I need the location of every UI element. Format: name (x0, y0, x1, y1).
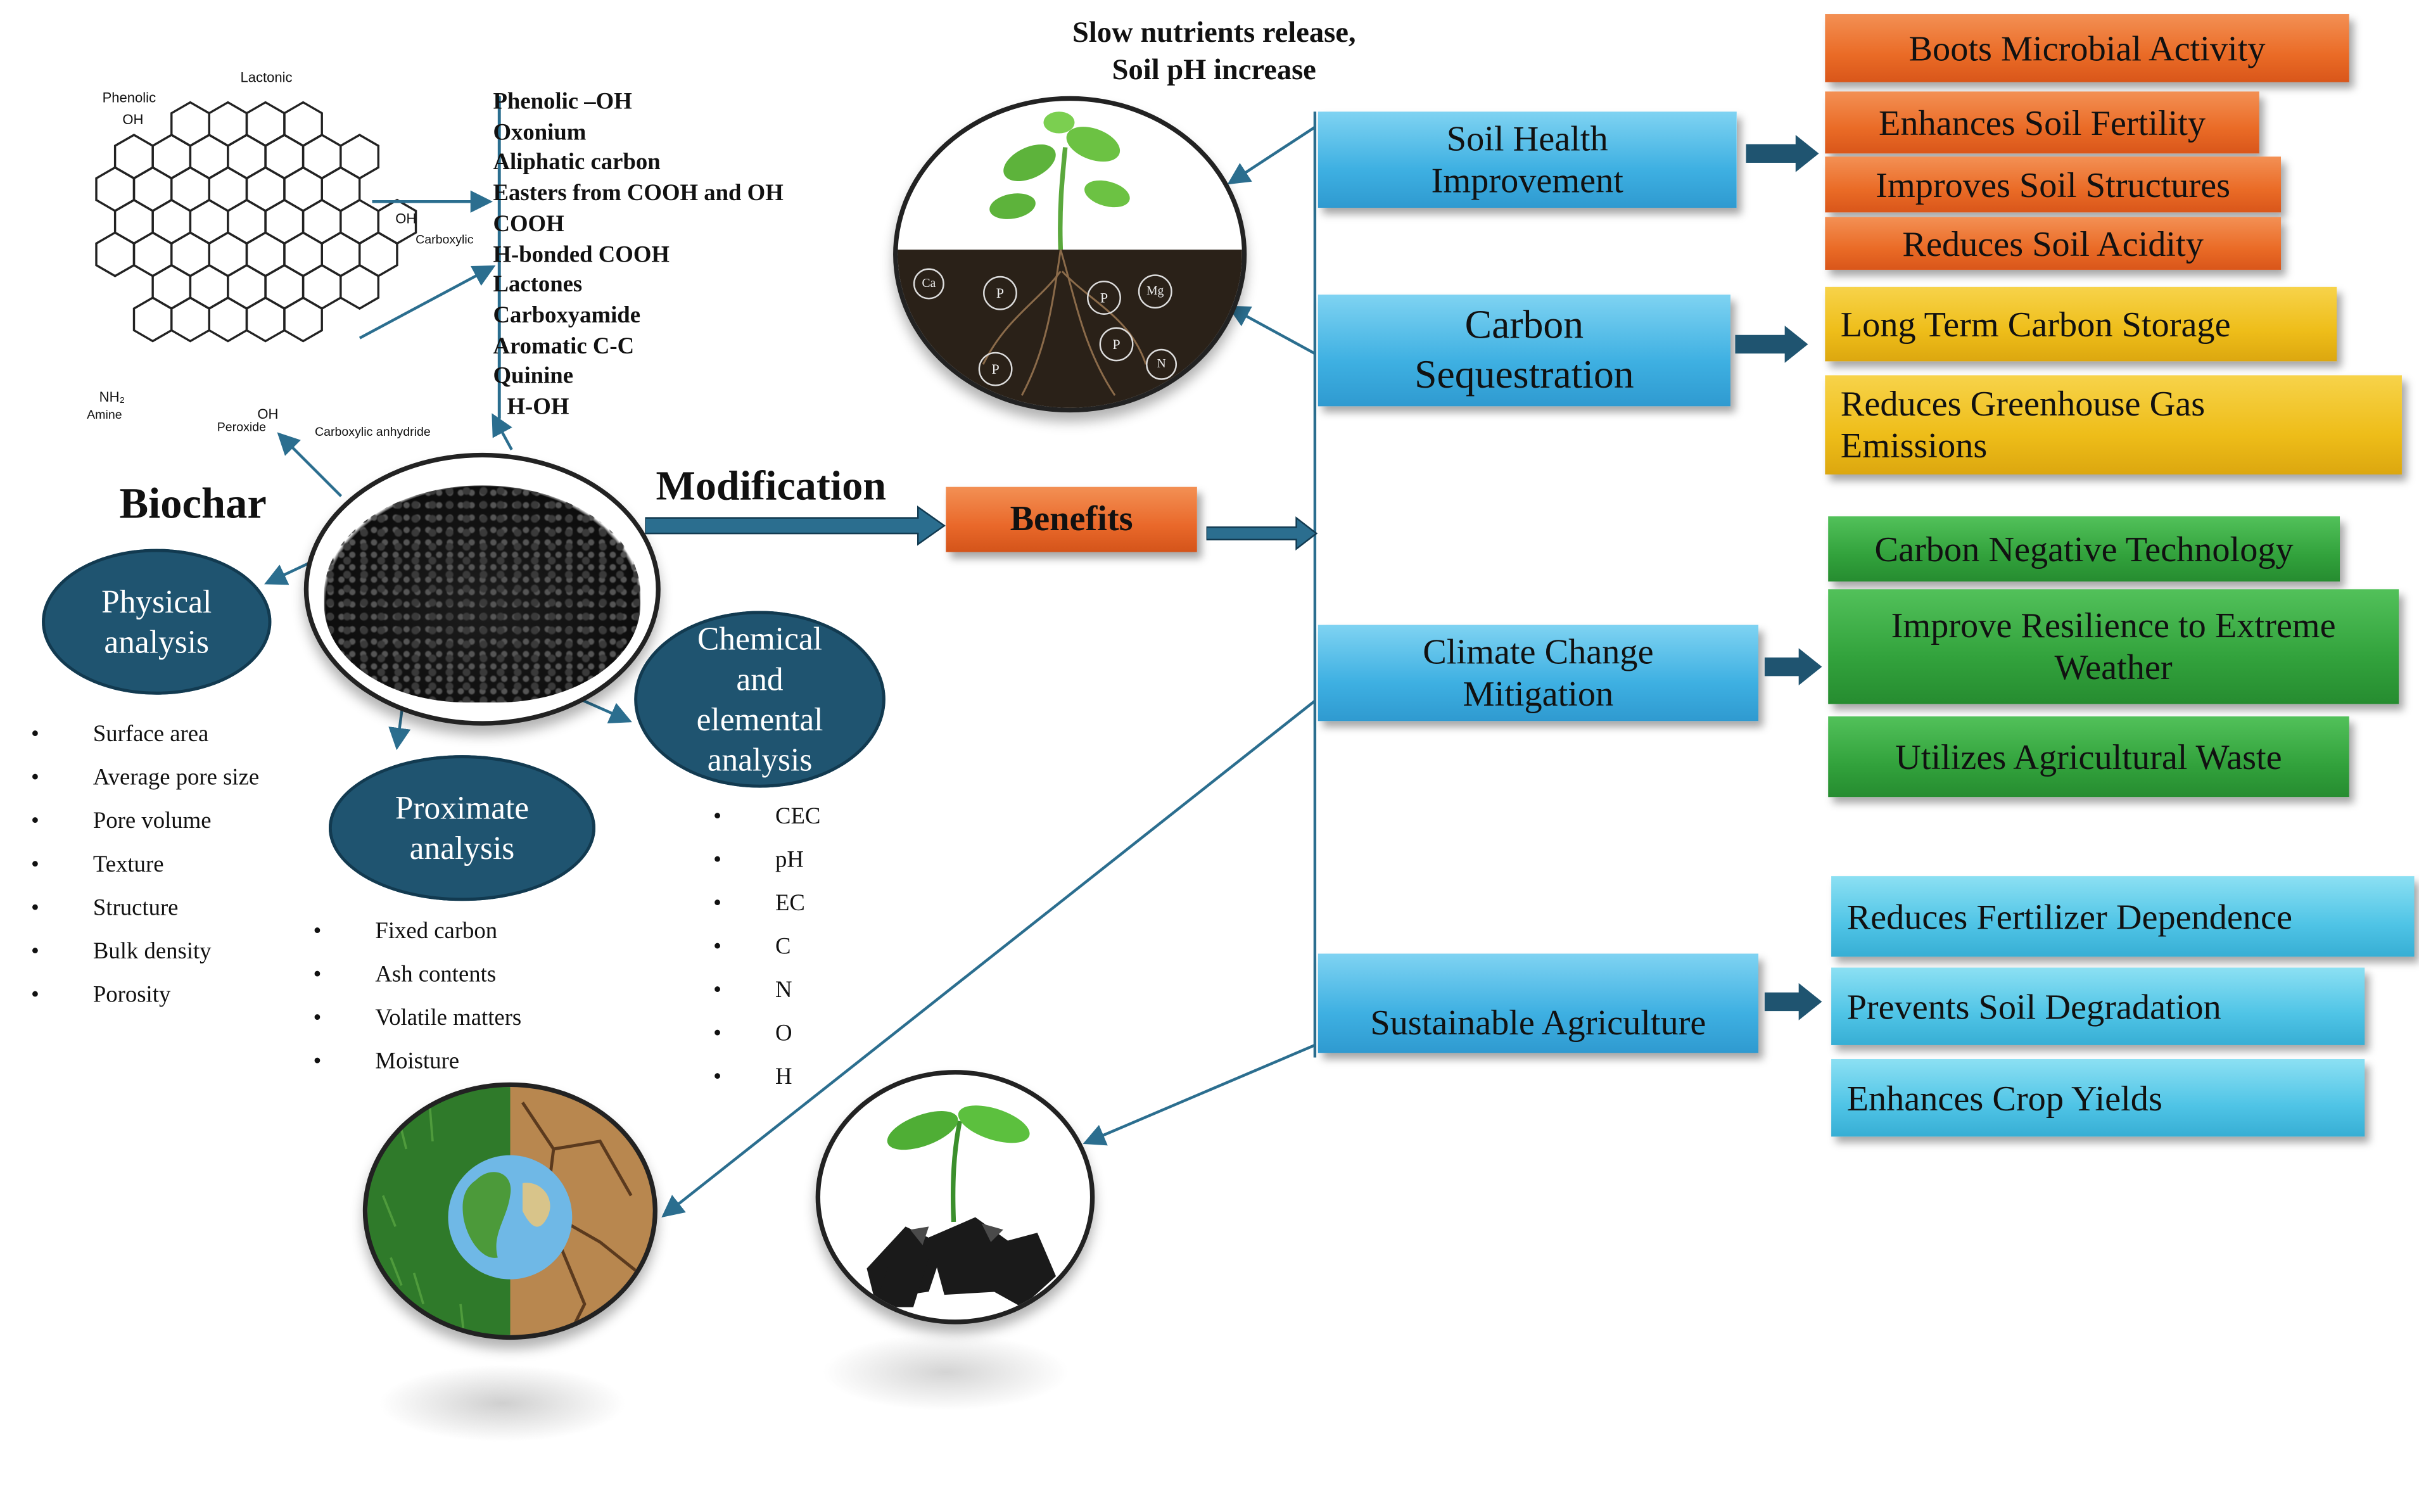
seedling-image (815, 1070, 1095, 1325)
functional-group: Easters from COOH and OH (493, 181, 784, 206)
list-item: C (713, 925, 820, 969)
nutrient-bubble: Ca (913, 268, 944, 300)
functional-group: Oxonium (493, 120, 587, 146)
outcome-carbon-storage: Long Term Carbon Storage (1825, 286, 2337, 362)
nutrient-bubble: P (1087, 281, 1121, 315)
functional-group-list: Phenolic –OH Oxonium Aliphatic carbon Ea… (493, 89, 783, 425)
list-item: Ash contents (313, 954, 521, 998)
list-item: Bulk density (31, 931, 259, 974)
biochar-molecule-structure (95, 101, 417, 343)
shadow-blob (822, 1333, 1070, 1411)
list-item: N (713, 969, 820, 1013)
list-item: EC (713, 882, 820, 926)
list-item: CEC (713, 796, 820, 839)
outcome-carbon-negative: Carbon Negative Technology (1828, 516, 2340, 581)
functional-group: Carboxyamide (493, 303, 641, 329)
sustainable-arrow (1764, 983, 1822, 1020)
nutrient-bubble: P (1099, 327, 1134, 362)
chemical-analysis-ellipse: Chemical and elemental analysis (634, 611, 886, 788)
nutrient-bubble: P (978, 352, 1013, 386)
nh2-label: NH₂ (99, 389, 125, 405)
nutrient-bubble: P (983, 276, 1017, 310)
amine-label: Amine (87, 407, 122, 422)
carbon-seq-arrow (1735, 326, 1808, 363)
physical-analysis-list: Surface area Average pore size Pore volu… (31, 713, 259, 1017)
modification-arrow (645, 505, 946, 546)
group-bracket (497, 96, 501, 419)
molecule-ring (283, 296, 323, 343)
phenolic-oh-label: OH (122, 111, 144, 127)
list-item: Average pore size (31, 757, 259, 801)
top-caption: Slow nutrients release, Soil pH increase (1072, 16, 1356, 87)
soil-health-arrow (1746, 134, 1819, 172)
list-item: Structure (31, 887, 259, 931)
biochar-title: Biochar (119, 480, 267, 529)
climate-arrow (1764, 648, 1822, 686)
outcome-structures: Improves Soil Structures (1825, 156, 2282, 213)
list-item: Surface area (31, 713, 259, 757)
list-item: Moisture (313, 1041, 521, 1084)
benefits-arrow (1206, 516, 1318, 551)
peroxide-oh-label: OH (257, 406, 279, 422)
biochar-pile-image (303, 452, 661, 726)
nutrient-bubble: Mg (1138, 274, 1172, 309)
proximate-analysis-list: Fixed carbon Ash contents Volatile matte… (313, 910, 521, 1084)
functional-group: Quinine (493, 365, 573, 390)
carboxylic-oh-label: OH (395, 210, 417, 227)
outcome-acidity: Reduces Soil Acidity (1825, 217, 2282, 270)
molecule-ring (340, 264, 380, 310)
functional-group: Aromatic C-C (493, 334, 635, 360)
anhydride-label: Carboxylic anhydride (314, 424, 431, 439)
functional-group: Lactones (493, 273, 583, 298)
functional-group: Aliphatic carbon (493, 151, 661, 176)
functional-group: H-bonded COOH (493, 243, 670, 268)
lactonic-label: Lactonic (240, 70, 293, 86)
chemical-analysis-list: CEC pH EC C N O H (713, 796, 820, 1100)
list-item: Volatile matters (313, 997, 521, 1041)
list-item: Texture (31, 844, 259, 887)
outcome-fertilizer: Reduces Fertilizer Dependence (1831, 876, 2415, 957)
outcome-fertility: Enhances Soil Fertility (1825, 91, 2259, 154)
list-item: Pore volume (31, 800, 259, 844)
functional-group: Phenolic –OH (493, 89, 632, 115)
carboxylic-label: Carboxylic (416, 232, 474, 247)
earth-image (362, 1082, 657, 1340)
shadow-blob (378, 1364, 626, 1442)
outcome-degradation: Prevents Soil Degradation (1831, 967, 2365, 1045)
outcome-microbial: Boots Microbial Activity (1825, 14, 2349, 82)
sustainable-agriculture-box: Sustainable Agriculture (1317, 953, 1759, 1053)
nutrient-bubble: N (1146, 348, 1178, 380)
list-item: pH (713, 839, 820, 882)
plant-soil-image: P P Mg P P Ca N (893, 96, 1247, 413)
list-item: Porosity (31, 974, 259, 1017)
functional-group: H-OH (507, 395, 569, 421)
modification-label: Modification (656, 462, 887, 509)
peroxide-label: Peroxide (217, 420, 267, 435)
outcome-agri-waste: Utilizes Agricultural Waste (1828, 716, 2349, 797)
list-item: H (713, 1056, 820, 1100)
list-item: O (713, 1013, 820, 1057)
benefits-button[interactable]: Benefits (946, 486, 1197, 552)
list-item: Fixed carbon (313, 910, 521, 954)
outcome-crop-yields: Enhances Crop Yields (1831, 1058, 2365, 1137)
phenolic-label: Phenolic (102, 89, 156, 106)
functional-group: COOH (493, 212, 564, 238)
